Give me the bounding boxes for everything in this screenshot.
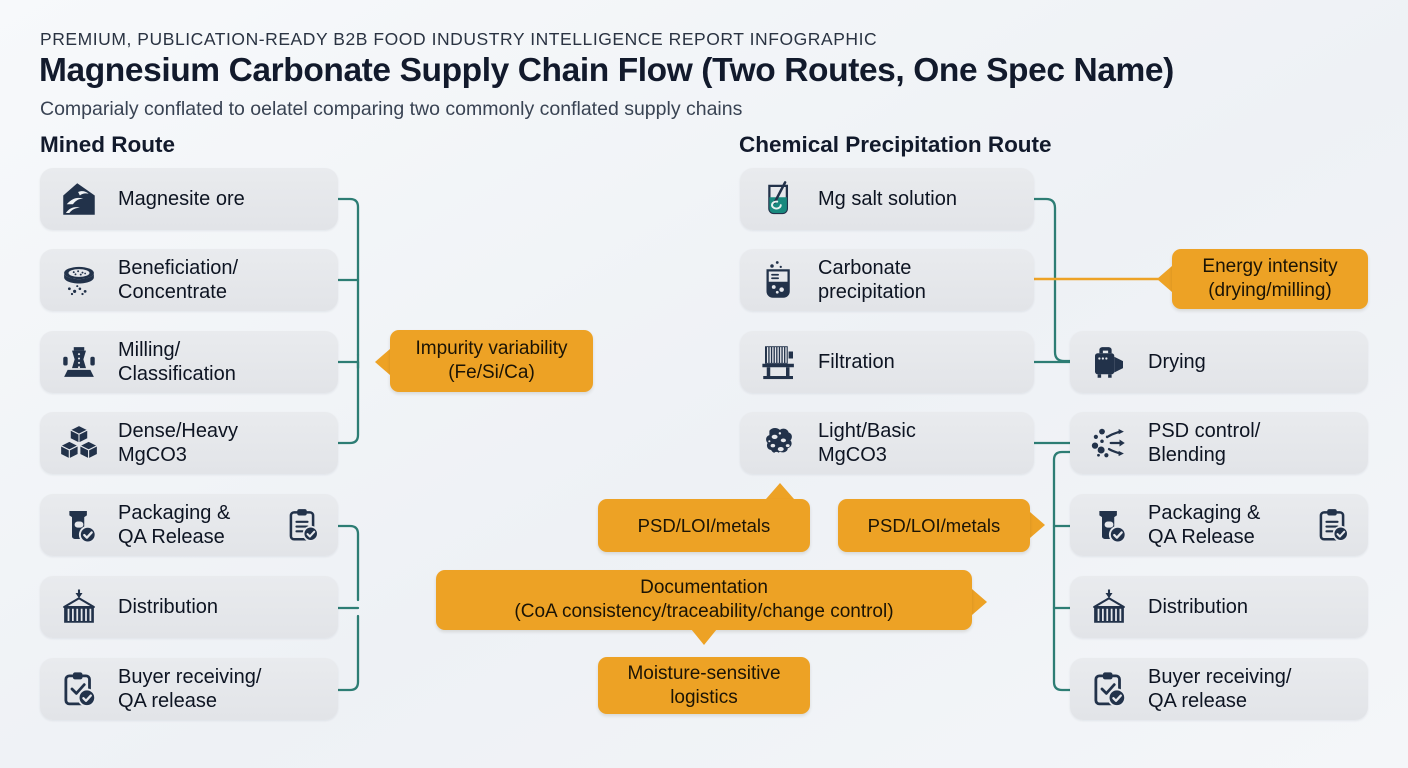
stacked-cubes-icon (56, 420, 102, 466)
card-label: Mg salt solution (818, 187, 957, 210)
mountain-mine-icon (56, 176, 102, 222)
callout-impurity-variability[interactable]: Impurity variability (Fe/Si/Ca) (390, 330, 593, 392)
particle-sort-icon (1086, 420, 1132, 466)
card-label: Carbonate precipitation (818, 256, 926, 303)
column-heading-precipitation: Chemical Precipitation Route (739, 132, 1052, 157)
card-label: Beneficiation/ Concentrate (118, 256, 239, 303)
card-label: Buyer receiving/ QA release (1148, 665, 1292, 712)
card-label: Magnesite ore (118, 187, 245, 210)
card-beneficiation-concentrate[interactable]: Beneficiation/ Concentrate (40, 249, 338, 311)
card-label: Buyer receiving/ QA release (118, 665, 262, 712)
card-label: Drying (1148, 350, 1206, 373)
card-mg-salt-solution[interactable]: Mg salt solution (740, 168, 1034, 230)
card-magnesite-ore[interactable]: Magnesite ore (40, 168, 338, 230)
card-buyer-receiving-precip[interactable]: Buyer receiving/ QA release (1070, 658, 1368, 720)
card-milling-classification[interactable]: Milling/ Classification (40, 331, 338, 393)
card-filtration[interactable]: Filtration (740, 331, 1034, 393)
callout-tip-psd-right (1030, 512, 1045, 538)
callout-tip-energy (1157, 266, 1172, 292)
page-title: Magnesium Carbonate Supply Chain Flow (T… (39, 52, 1174, 89)
bubbling-beaker-icon (756, 257, 802, 303)
shipping-container-icon (56, 584, 102, 630)
callout-tip-moisture (691, 629, 717, 645)
powder-cluster-icon (756, 420, 802, 466)
callout-tip-impurity (375, 349, 390, 375)
card-label: Light/Basic MgCO3 (818, 419, 916, 466)
card-label: Distribution (1148, 595, 1249, 618)
sieve-screen-icon (56, 257, 102, 303)
card-label: Dense/Heavy MgCO3 (118, 419, 239, 466)
callout-psd-loi-metals-left[interactable]: PSD/LOI/metals (598, 499, 810, 552)
callout-moisture-sensitive-logistics[interactable]: Moisture-sensitive logistics (598, 657, 810, 714)
card-distribution-precip[interactable]: Distribution (1070, 576, 1368, 638)
card-distribution-mined[interactable]: Distribution (40, 576, 338, 638)
card-label: Distribution (118, 595, 219, 618)
clipboard-check-icon (56, 666, 102, 712)
column-heading-mined: Mined Route (40, 132, 175, 157)
callout-documentation[interactable]: Documentation (CoA consistency/traceabil… (436, 570, 972, 630)
card-label: Filtration (818, 350, 895, 373)
card-psd-control-blending[interactable]: PSD control/ Blending (1070, 412, 1368, 474)
dryer-machine-icon (1086, 339, 1132, 385)
card-label: PSD control/ Blending (1148, 419, 1261, 466)
shipping-container-icon (1086, 584, 1132, 630)
clipboard-check-icon (1086, 666, 1132, 712)
card-carbonate-precipitation[interactable]: Carbonate precipitation (740, 249, 1034, 311)
beaker-stir-icon (756, 176, 802, 222)
callout-energy-intensity[interactable]: Energy intensity (drying/milling) (1172, 249, 1368, 309)
card-packaging-qa-release-mined[interactable]: Packaging & QA Release (40, 494, 338, 556)
sack-check-icon (1086, 502, 1132, 548)
page-subtitle: Comparialy conflated to oelatel comparin… (40, 98, 743, 120)
card-dense-heavy-mgco3[interactable]: Dense/Heavy MgCO3 (40, 412, 338, 474)
card-label: Packaging & QA Release (1148, 501, 1261, 548)
clipboard-check-icon (280, 503, 324, 547)
card-label: Packaging & QA Release (118, 501, 231, 548)
filter-press-icon (756, 339, 802, 385)
mill-machine-icon (56, 339, 102, 385)
card-packaging-qa-release-precip[interactable]: Packaging & QA Release (1070, 494, 1368, 556)
callout-tip-psd-left (766, 483, 794, 499)
card-buyer-receiving-mined[interactable]: Buyer receiving/ QA release (40, 658, 338, 720)
card-drying[interactable]: Drying (1070, 331, 1368, 393)
callout-psd-loi-metals-right[interactable]: PSD/LOI/metals (838, 499, 1030, 552)
card-label: Milling/ Classification (118, 338, 236, 385)
card-light-basic-mgco3[interactable]: Light/Basic MgCO3 (740, 412, 1034, 474)
eyebrow-label: PREMIUM, PUBLICATION-READY B2B FOOD INDU… (40, 29, 878, 49)
clipboard-check-icon (1310, 503, 1354, 547)
sack-check-icon (56, 502, 102, 548)
callout-tip-documentation (972, 589, 987, 615)
